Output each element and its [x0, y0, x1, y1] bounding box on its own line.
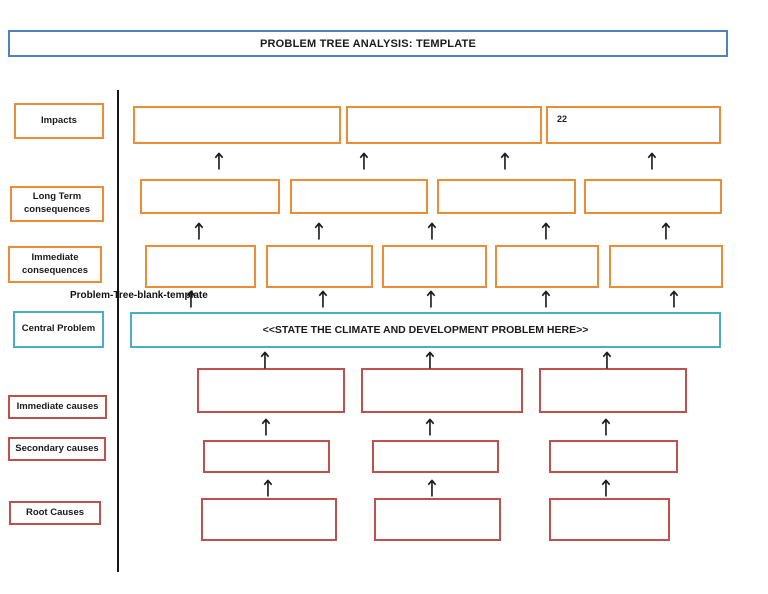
up-arrow-icon: ↑	[310, 217, 328, 246]
longterm-box-2[interactable]	[290, 179, 428, 214]
immediate-cause-box-1[interactable]	[197, 368, 345, 413]
impact-box-3[interactable]: 22	[546, 106, 721, 144]
up-arrow-icon: ↑	[598, 346, 616, 375]
impact-box-1[interactable]	[133, 106, 341, 144]
secondary-cause-box-1[interactable]	[203, 440, 330, 473]
up-arrow-icon: ↑	[665, 285, 683, 314]
filename-text: Problem-Tree-blank-template	[70, 290, 208, 301]
label-impacts-text: Impacts	[41, 114, 77, 126]
up-arrow-icon: ↑	[537, 285, 555, 314]
central-problem-box[interactable]: <<STATE THE CLIMATE AND DEVELOPMENT PROB…	[130, 312, 721, 348]
label-central-problem-text: Central Problem	[21, 323, 96, 335]
up-arrow-icon: ↑	[496, 147, 514, 176]
central-problem-placeholder: <<STATE THE CLIMATE AND DEVELOPMENT PROB…	[262, 324, 589, 336]
immediate-consequence-box-1[interactable]	[145, 245, 256, 288]
up-arrow-icon: ↑	[421, 413, 439, 442]
label-immediate-consequences-text: Immediate consequences	[22, 251, 88, 276]
longterm-box-1[interactable]	[140, 179, 280, 214]
label-root-causes: Root Causes	[9, 501, 101, 525]
label-secondary-causes-text: Secondary causes	[15, 442, 99, 454]
longterm-box-4[interactable]	[584, 179, 722, 214]
label-central-problem: Central Problem	[13, 311, 104, 348]
label-long-term-consequences: Long Term consequences	[10, 186, 104, 222]
title-box: PROBLEM TREE ANALYSIS: TEMPLATE	[8, 30, 728, 57]
secondary-cause-box-3[interactable]	[549, 440, 678, 473]
up-arrow-icon: ↑	[422, 285, 440, 314]
up-arrow-icon: ↑	[257, 413, 275, 442]
up-arrow-icon: ↑	[314, 285, 332, 314]
root-cause-box-1[interactable]	[201, 498, 337, 541]
divider-line	[117, 90, 119, 572]
page-title: PROBLEM TREE ANALYSIS: TEMPLATE	[259, 37, 477, 50]
impact-box-2[interactable]	[346, 106, 542, 144]
immediate-consequence-box-3[interactable]	[382, 245, 487, 288]
up-arrow-icon: ↑	[423, 474, 441, 503]
label-secondary-causes: Secondary causes	[8, 437, 106, 461]
label-immediate-causes: Immediate causes	[8, 395, 107, 419]
up-arrow-icon: ↑	[643, 147, 661, 176]
up-arrow-icon: ↑	[421, 346, 439, 375]
immediate-consequence-box-5[interactable]	[609, 245, 723, 288]
label-root-causes-text: Root Causes	[25, 506, 85, 518]
up-arrow-icon: ↑	[210, 147, 228, 176]
up-arrow-icon: ↑	[597, 413, 615, 442]
up-arrow-icon: ↑	[657, 217, 675, 246]
immediate-cause-box-2[interactable]	[361, 368, 523, 413]
immediate-consequence-box-4[interactable]	[495, 245, 599, 288]
longterm-box-3[interactable]	[437, 179, 576, 214]
up-arrow-icon: ↑	[537, 217, 555, 246]
label-immediate-causes-text: Immediate causes	[16, 400, 99, 412]
root-cause-box-3[interactable]	[549, 498, 670, 541]
up-arrow-icon: ↑	[355, 147, 373, 176]
root-cause-box-2[interactable]	[374, 498, 501, 541]
up-arrow-icon: ↑	[259, 474, 277, 503]
label-immediate-consequences: Immediate consequences	[8, 246, 102, 283]
impact-box-3-value: 22	[557, 114, 568, 124]
up-arrow-icon: ↑	[597, 474, 615, 503]
up-arrow-icon: ↑	[190, 217, 208, 246]
immediate-consequence-box-2[interactable]	[266, 245, 373, 288]
secondary-cause-box-2[interactable]	[372, 440, 499, 473]
up-arrow-icon: ↑	[256, 346, 274, 375]
up-arrow-icon: ↑	[182, 285, 200, 314]
up-arrow-icon: ↑	[423, 217, 441, 246]
label-impacts: Impacts	[14, 103, 104, 139]
immediate-cause-box-3[interactable]	[539, 368, 687, 413]
label-long-term-text: Long Term consequences	[24, 191, 90, 215]
